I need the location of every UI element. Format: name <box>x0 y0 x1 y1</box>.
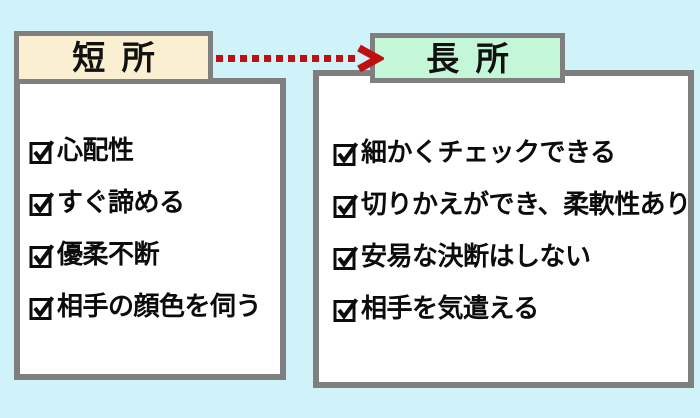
right-header-title: 長所 <box>426 38 526 78</box>
right-panel: 細かくチェックできる 切りかえができ、柔軟性あり 安易な決断はしない 相手を気遣… <box>313 70 694 388</box>
list-item-label: 安易な決断はしない <box>361 242 591 272</box>
list-item: 相手の顔色を伺う <box>28 290 280 324</box>
list-item-label: 心配性 <box>57 136 134 166</box>
arrow-dot <box>312 55 319 62</box>
list-item: 心配性 <box>28 134 280 168</box>
left-checklist: 心配性 すぐ諦める 優柔不断 相手の顔色を伺う <box>20 84 280 324</box>
right-checklist: 細かくチェックできる 切りかえができ、柔軟性あり 安易な決断はしない 相手を気遣… <box>319 76 691 326</box>
list-item-label: 相手を気遣える <box>361 294 539 324</box>
arrow-dot <box>348 55 355 62</box>
list-item-label: 細かくチェックできる <box>361 138 616 168</box>
list-item: すぐ諦める <box>28 186 280 220</box>
list-item-label: 切りかえができ、柔軟性あり <box>361 190 691 220</box>
checkbox-icon <box>28 138 55 164</box>
dotted-arrow <box>216 44 388 74</box>
arrow-dot <box>264 55 271 62</box>
left-header: 短所 <box>14 31 213 84</box>
list-item-label: すぐ諦める <box>57 188 185 218</box>
arrow-dots <box>216 55 355 62</box>
list-item: 相手を気遣える <box>332 292 688 326</box>
arrow-dot <box>336 55 343 62</box>
checkbox-icon <box>28 294 55 320</box>
list-item-label: 優柔不断 <box>57 240 160 270</box>
left-header-title: 短所 <box>72 38 172 77</box>
arrow-dot <box>276 55 283 62</box>
right-header: 長所 <box>370 33 565 83</box>
arrow-dot <box>252 55 259 62</box>
left-panel: 心配性 すぐ諦める 優柔不断 相手の顔色を伺う <box>14 78 286 380</box>
arrow-dot <box>288 55 295 62</box>
arrow-dot <box>240 55 247 62</box>
checkbox-icon <box>332 192 359 218</box>
arrow-dot <box>300 55 307 62</box>
arrow-dot <box>216 55 223 62</box>
arrow-dot <box>228 55 235 62</box>
list-item: 細かくチェックできる <box>332 136 688 170</box>
checkbox-icon <box>28 242 55 268</box>
list-item: 安易な決断はしない <box>332 240 688 274</box>
list-item: 優柔不断 <box>28 238 280 272</box>
list-item-label: 相手の顔色を伺う <box>57 292 262 322</box>
list-item: 切りかえができ、柔軟性あり <box>332 188 691 222</box>
checkbox-icon <box>332 140 359 166</box>
arrow-dot <box>324 55 331 62</box>
checkbox-icon <box>28 190 55 216</box>
checkbox-icon <box>332 244 359 270</box>
checkbox-icon <box>332 296 359 322</box>
arrow-head-icon <box>357 44 384 73</box>
